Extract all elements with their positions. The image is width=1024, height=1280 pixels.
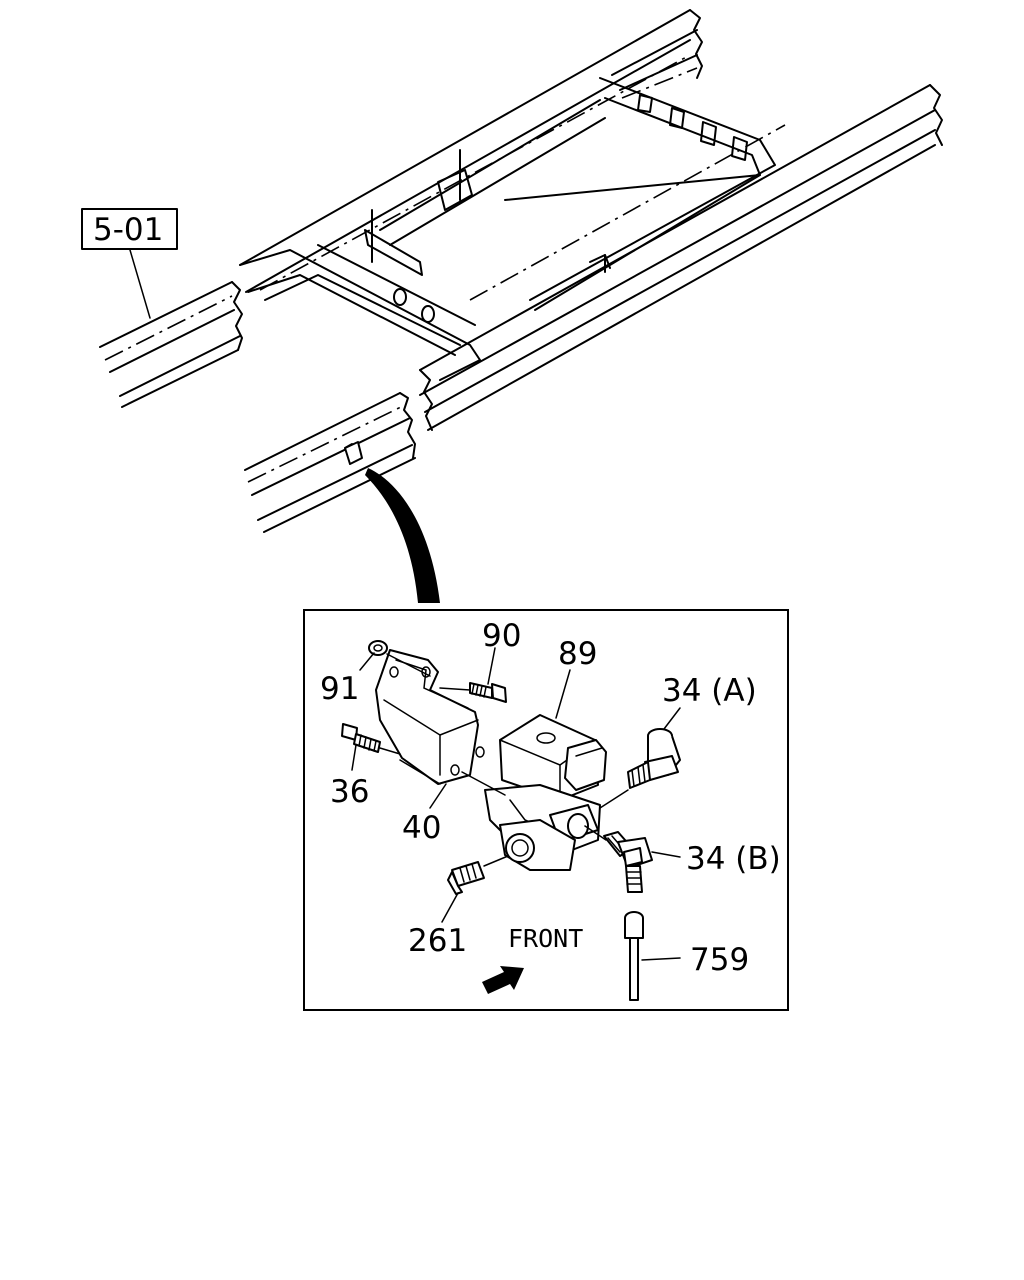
bracket-part-40: [375, 649, 485, 785]
plug-part-261: [447, 861, 485, 895]
arrow-icon: [482, 966, 524, 994]
fitting-part-34b: [603, 831, 653, 893]
valve-part-89: [484, 714, 607, 871]
pipe-part-759: [624, 911, 644, 1001]
bolt-part-36: [341, 723, 381, 753]
callout-91: 91: [320, 671, 359, 707]
callout-759: 759: [690, 942, 749, 978]
reference-box-label: 5-01: [93, 212, 163, 248]
front-label: FRONT: [508, 924, 583, 953]
assembly-lines: [379, 653, 629, 867]
detail-frame: [303, 609, 789, 1011]
reference-box: 5-01: [81, 208, 178, 319]
callout-34a: 34 (A): [662, 673, 757, 709]
detail-leader-arrow: [365, 468, 440, 603]
callout-261: 261: [408, 923, 467, 959]
bolt-part-90: [469, 682, 507, 703]
fitting-part-34a: [627, 728, 681, 789]
chassis-frame: [99, 9, 943, 533]
callout-36: 36: [330, 774, 369, 810]
callout-90: 90: [482, 618, 521, 654]
front-direction-indicator: FRONT: [482, 924, 583, 994]
callout-89: 89: [558, 636, 597, 672]
callout-34b: 34 (B): [686, 841, 781, 877]
callout-leaders: [351, 647, 681, 961]
callout-40: 40: [402, 810, 441, 846]
nut-part-91: [368, 640, 388, 656]
